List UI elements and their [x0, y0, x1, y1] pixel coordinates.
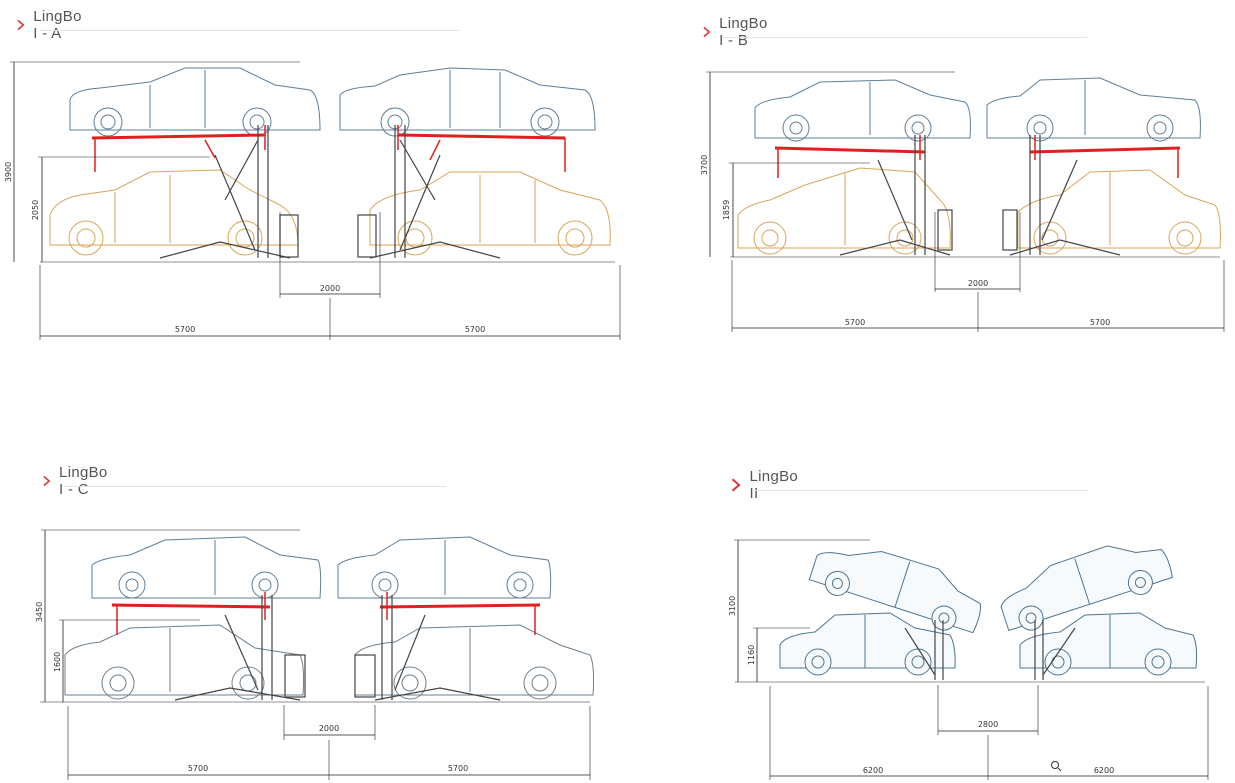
lower-car-right [1019, 612, 1198, 676]
title-underline [64, 486, 446, 487]
magnifier-icon [1051, 761, 1062, 772]
dim-height-total: 3100 [728, 596, 737, 616]
title-underline [40, 30, 460, 31]
upper-car-left [808, 550, 981, 634]
lift-diagram: 3700 1859 2000 5700 5700 [700, 71, 1225, 332]
lower-car-left [64, 624, 305, 700]
dim-height-total: 3700 [700, 155, 709, 175]
lift-diagram: 3450 1600 2000 5700 5700 [35, 529, 595, 780]
lift-post-left [174, 595, 306, 701]
lift-post-left [904, 620, 944, 680]
dim-width-right: 5700 [465, 325, 485, 334]
lift-diagram: 3900 2050 2000 5700 5700 [4, 61, 621, 340]
lift-platform-right [397, 125, 566, 172]
dim-height-lower: 1600 [53, 652, 62, 672]
upper-car-right [337, 536, 552, 599]
dim-gap: 2000 [320, 284, 340, 293]
dim-gap: 2000 [319, 724, 339, 733]
upper-car-left [754, 79, 971, 142]
panel-title: LingBo I - C [59, 464, 108, 498]
chevron-right-icon [17, 19, 25, 31]
panel-title-row: LingBo I - C [42, 464, 113, 498]
dim-width-left: 6200 [863, 766, 883, 775]
lift-platform-right [1029, 135, 1181, 178]
dim-gap: 2000 [968, 279, 988, 288]
lift-post-right [354, 595, 501, 701]
upper-car-left [69, 67, 321, 137]
dim-height-total: 3900 [4, 162, 13, 182]
lift-post-right [1002, 135, 1121, 256]
lift-platform-left [91, 125, 266, 172]
lift-post-left [159, 125, 299, 259]
panel-title-row: LingBo II [730, 468, 801, 502]
lower-car-right [369, 171, 611, 256]
lift-post-left [839, 135, 953, 256]
panel-title: LingBo I - B [719, 15, 768, 49]
lower-car-right [1017, 169, 1221, 255]
chevron-right-icon [43, 475, 51, 487]
title-underline [752, 490, 1088, 491]
dim-gap: 2800 [978, 720, 998, 729]
dim-width-left: 5700 [188, 764, 208, 773]
dim-height-lower: 2050 [31, 200, 40, 220]
dim-height-lower: 1160 [747, 645, 756, 665]
lift-post-right [1034, 620, 1076, 680]
panel-title-row: LingBo I - B [702, 15, 773, 49]
panel-title: LingBo II [749, 468, 799, 502]
dim-height-total: 3450 [35, 602, 44, 622]
dim-width-right: 5700 [448, 764, 468, 773]
panel-title: LingBo I - A [33, 8, 82, 42]
chevron-right-icon [703, 26, 711, 38]
dim-width-left: 5700 [845, 318, 865, 327]
panel-title-row: LingBo I - A [16, 8, 87, 42]
title-underline [722, 37, 1087, 38]
lower-car-left [49, 169, 299, 256]
chevron-right-icon [731, 478, 741, 492]
dim-width-right: 5700 [1090, 318, 1110, 327]
dim-height-lower: 1859 [722, 200, 731, 220]
lift-post-right [357, 125, 501, 259]
lower-car-right [354, 624, 595, 700]
dim-width-left: 5700 [175, 325, 195, 334]
dim-width-right: 6200 [1094, 766, 1114, 775]
lift-platform-right [379, 592, 541, 635]
